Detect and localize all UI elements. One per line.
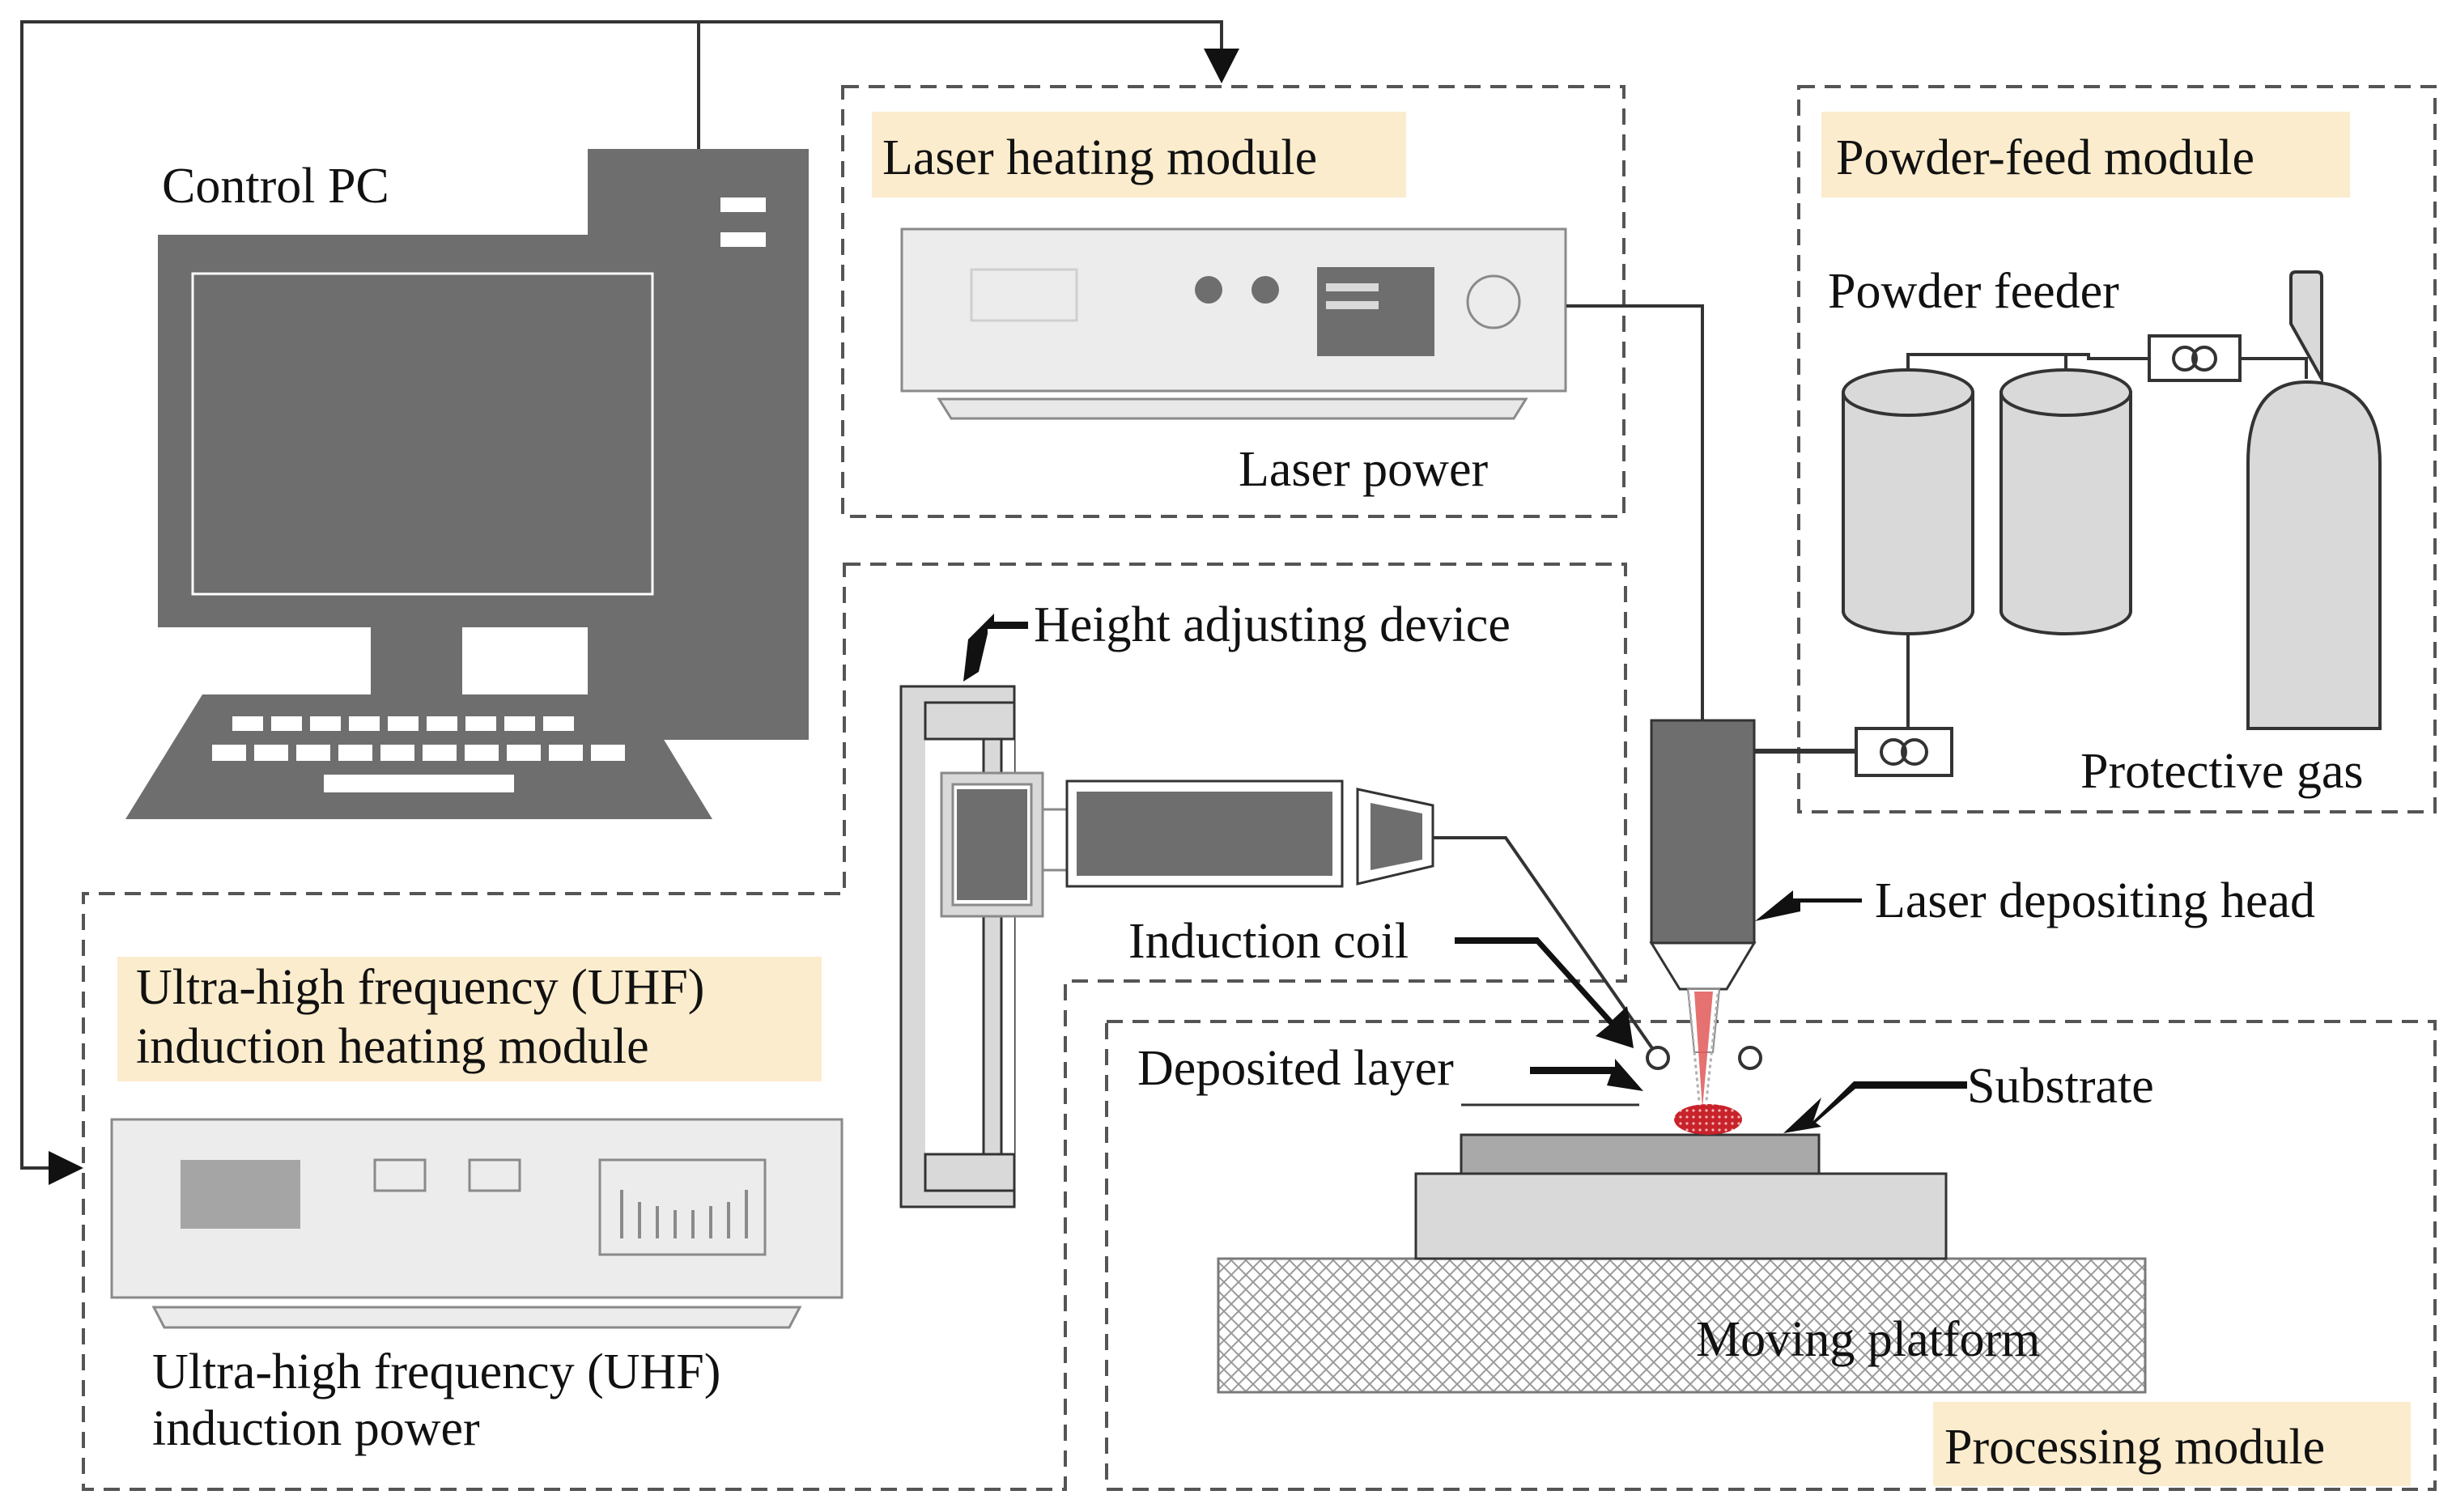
arrow-to-laser-module	[1204, 49, 1239, 83]
substrate-arrow	[1783, 1081, 1967, 1133]
induction-coil-label: Induction coil	[1128, 914, 1409, 969]
substrate-label: Substrate	[1967, 1059, 2154, 1114]
deposited-layer-bead	[1674, 1104, 1742, 1135]
desktop-computer-icon	[125, 149, 809, 819]
uhf-module-title-line1: Ultra-high frequency (UHF)	[136, 960, 704, 1015]
powder-hopper-icon	[1842, 368, 1974, 635]
height-adjusting-device	[899, 685, 1434, 1208]
induction-coil-arrow	[1455, 937, 1634, 1048]
powder-hopper-icon	[1999, 368, 2132, 635]
substrate-plate	[1460, 1133, 1821, 1175]
uhf-power-label-line2: induction power	[152, 1401, 480, 1456]
control-wires	[20, 20, 1223, 1170]
laser-heating-module-title: Laser heating module	[882, 130, 1317, 185]
moving-platform-label: Moving platform	[1696, 1312, 2040, 1367]
laser-power-label: Laser power	[1239, 442, 1488, 497]
induction-coil-icon	[1646, 1046, 1762, 1070]
gas-cylinder-icon	[2246, 270, 2382, 730]
processing-module-title: Processing module	[1944, 1420, 2325, 1475]
flow-valve-icon	[1855, 727, 1953, 777]
uhf-module-box	[82, 563, 1627, 1491]
laser-power-unit-icon	[900, 227, 1567, 420]
deposited-layer-arrow	[1530, 1059, 1643, 1091]
laser-heating-module-highlight	[872, 112, 1406, 197]
uhf-module-highlight	[117, 957, 822, 1081]
laser-heating-module-box	[841, 85, 1625, 518]
powder-feeder-label: Powder feeder	[1828, 264, 2119, 319]
laser-depositing-head-label: Laser depositing head	[1875, 873, 2315, 928]
arrow-to-uhf-module	[49, 1151, 83, 1185]
laser-depositing-head	[1649, 719, 1757, 1109]
uhf-power-label-line1: Ultra-high frequency (UHF)	[152, 1344, 720, 1399]
powder-feed-module-highlight	[1821, 112, 2350, 197]
module-boxes	[82, 85, 2437, 1491]
flow-valve-icon	[2148, 334, 2242, 382]
height-adjusting-device-label: Height adjusting device	[1034, 597, 1511, 652]
work-table	[1414, 1172, 1948, 1260]
processing-module-box	[1105, 1020, 2437, 1491]
induction-power-unit-icon	[110, 1118, 844, 1329]
height-adjusting-device-arrow	[963, 614, 1028, 682]
laser-depositing-head-arrow	[1755, 890, 1862, 921]
moving-platform	[1217, 1257, 2147, 1394]
laser-fiber-line	[1566, 304, 1704, 720]
uhf-module-title-line2: induction heating module	[136, 1019, 649, 1074]
protective-gas-label: Protective gas	[2080, 744, 2364, 799]
powder-feed-module-box	[1797, 85, 2437, 813]
control-pc-label: Control PC	[162, 159, 389, 214]
deposited-layer-label: Deposited layer	[1137, 1041, 1454, 1096]
powder-feed-module-title: Powder-feed module	[1836, 130, 2254, 185]
processing-module-highlight	[1933, 1402, 2411, 1486]
coil-lead-wire	[1433, 836, 1661, 1060]
